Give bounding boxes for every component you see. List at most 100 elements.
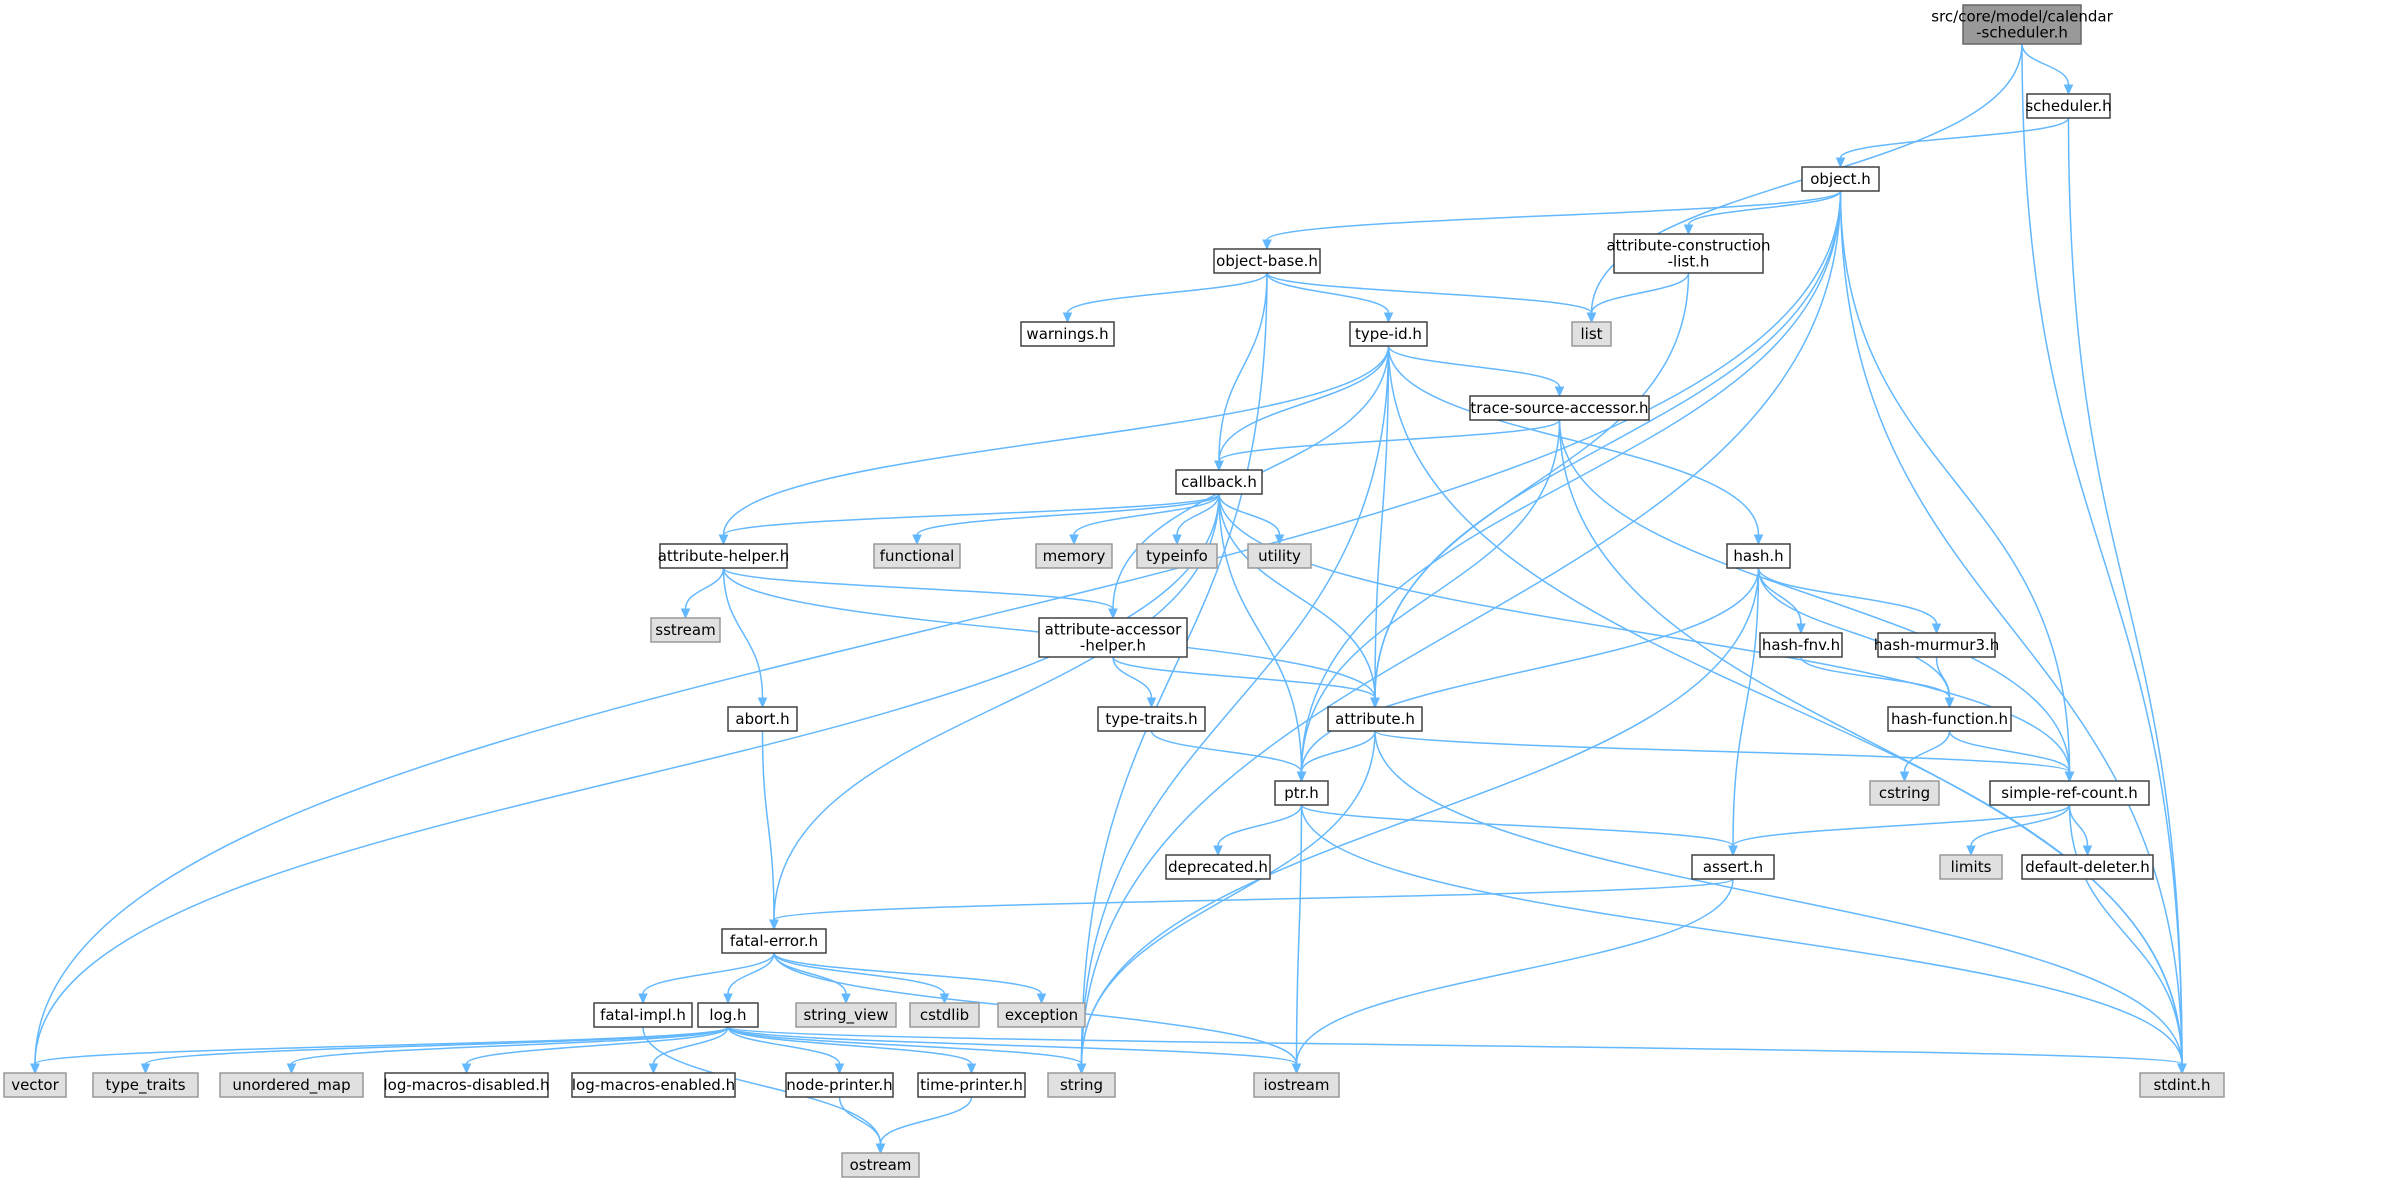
- node-attrhelper[interactable]: attribute-helper.h: [658, 543, 790, 569]
- node-scheduler[interactable]: scheduler.h: [2025, 93, 2112, 119]
- edge-assert-to-fatalerror: [769, 878, 1734, 931]
- edge-line: [1935, 656, 1951, 699]
- node-label: exception: [1005, 1006, 1078, 1024]
- node-log[interactable]: log.h: [697, 1002, 759, 1028]
- node-root[interactable]: src/core/model/calendar-scheduler.h: [1931, 4, 2114, 45]
- edge-arrowhead: [757, 697, 768, 709]
- node-timeprinter[interactable]: time-printer.h: [917, 1072, 1026, 1098]
- edge-line: [1266, 190, 1842, 241]
- node-defdeleter[interactable]: default-deleter.h: [2021, 854, 2154, 880]
- edge-arrowhead: [461, 1063, 472, 1075]
- node-ptr[interactable]: ptr.h: [1274, 780, 1329, 806]
- node-hashmurmur[interactable]: hash-murmur3.h: [1874, 632, 2000, 658]
- node-box: [721, 928, 827, 954]
- node-vector: vector: [3, 1072, 67, 1098]
- node-attraccessor[interactable]: attribute-accessor-helper.h: [1038, 617, 1188, 658]
- node-deprecated[interactable]: deprecated.h: [1165, 854, 1271, 880]
- edge-line: [1300, 190, 1842, 773]
- edge-callback-to-vector: [30, 493, 1220, 1075]
- node-box: [1047, 1072, 1116, 1098]
- node-unordered_map: unordered_map: [219, 1072, 364, 1098]
- edge-log-to-type_traits: [140, 1026, 729, 1075]
- node-box: [873, 543, 961, 569]
- edge-log-to-string: [727, 1026, 1087, 1075]
- edge-arrowhead: [1370, 697, 1380, 709]
- edge-objectbase-to-warnings: [1062, 272, 1268, 324]
- node-object[interactable]: object.h: [1801, 166, 1880, 192]
- node-label: iostream: [1264, 1076, 1330, 1094]
- edge-arrowhead: [1383, 312, 1394, 324]
- node-tracesrc[interactable]: trace-source-accessor.h: [1469, 395, 1650, 421]
- edge-line: [722, 345, 1390, 536]
- node-box: [593, 1002, 693, 1028]
- node-box: [1136, 543, 1218, 569]
- edge-line: [34, 493, 1220, 1065]
- edge-line: [1176, 493, 1220, 536]
- edge-line: [290, 1026, 729, 1065]
- node-hashfunc[interactable]: hash-function.h: [1887, 706, 2012, 732]
- node-label: attribute.h: [1335, 710, 1415, 728]
- node-label: log.h: [709, 1006, 746, 1024]
- node-box: [1613, 233, 1764, 274]
- edge-timeprinter-to-ostream: [875, 1096, 973, 1155]
- edge-arrowhead: [912, 534, 922, 546]
- edge-line: [1757, 567, 1938, 625]
- edge-simpleref-to-assert: [1728, 804, 2071, 857]
- node-ostream: ostream: [841, 1152, 920, 1178]
- node-label: log-macros-enabled.h: [572, 1076, 735, 1094]
- node-fatalerror[interactable]: fatal-error.h: [721, 928, 827, 954]
- node-label: assert.h: [1703, 858, 1763, 876]
- edge-object-to-simpleref: [1839, 190, 2075, 783]
- edge-line: [684, 567, 725, 610]
- edge-fatalerror-to-exception: [773, 952, 1047, 1005]
- node-objectbase[interactable]: object-base.h: [1213, 248, 1321, 274]
- edge-line: [1218, 493, 1281, 536]
- edge-ptr-to-stdint: [1300, 804, 2187, 1075]
- node-abort[interactable]: abort.h: [727, 706, 798, 732]
- edge-arrowhead: [1899, 771, 1910, 783]
- edge-callback-to-functional: [912, 493, 1220, 546]
- edge-line: [642, 952, 775, 995]
- node-assert[interactable]: assert.h: [1691, 854, 1775, 880]
- edge-attrhelper-to-attraccessor: [722, 567, 1118, 620]
- node-typeid[interactable]: type-id.h: [1349, 321, 1428, 347]
- node-fatalimpl[interactable]: fatal-impl.h: [593, 1002, 693, 1028]
- node-label: ostream: [850, 1156, 912, 1174]
- node-box: [1571, 321, 1612, 347]
- edge-line: [34, 190, 1842, 1065]
- edge-line: [916, 493, 1220, 536]
- edge-log-to-iostream: [727, 1026, 1302, 1075]
- node-warnings[interactable]: warnings.h: [1020, 321, 1115, 347]
- node-box: [1801, 166, 1880, 192]
- node-label: time-printer.h: [920, 1076, 1023, 1094]
- edge-arrowhead: [1213, 845, 1223, 857]
- node-hashfnv[interactable]: hash-fnv.h: [1759, 632, 1843, 658]
- edge-tracesrc-to-callback: [1214, 419, 1561, 472]
- edge-line: [1112, 656, 1376, 699]
- node-attrconstr[interactable]: attribute-construction-list.h: [1606, 233, 1771, 274]
- node-logenabled[interactable]: log-macros-enabled.h: [571, 1072, 736, 1098]
- node-typetraitsh[interactable]: type-traits.h: [1097, 706, 1206, 732]
- node-box: [1962, 4, 2082, 45]
- node-string: string: [1047, 1072, 1116, 1098]
- edge-line: [1080, 190, 1842, 1065]
- node-logdisabled[interactable]: log-macros-disabled.h: [384, 1072, 550, 1098]
- node-hash[interactable]: hash.h: [1726, 543, 1791, 569]
- node-nodeprinter[interactable]: node-printer.h: [785, 1072, 894, 1098]
- edge-line: [1374, 730, 2183, 1065]
- edge-line: [2068, 804, 2183, 1065]
- edge-line: [1732, 567, 1760, 847]
- node-simpleref[interactable]: simple-ref-count.h: [1989, 780, 2150, 806]
- edge-arrowhead: [2082, 845, 2093, 857]
- edge-ptr-to-deprecated: [1213, 804, 1303, 857]
- edge-line: [773, 952, 946, 995]
- node-attribute[interactable]: attribute.h: [1327, 706, 1423, 732]
- node-label: limits: [1951, 858, 1992, 876]
- edge-callback-to-attrhelper: [718, 493, 1220, 546]
- node-cstdlib: cstdlib: [909, 1002, 980, 1028]
- node-box: [1726, 543, 1791, 569]
- node-callback[interactable]: callback.h: [1175, 469, 1263, 495]
- node-label: stdint.h: [2153, 1076, 2210, 1094]
- edge-line: [1080, 272, 1268, 1065]
- node-label: list: [1580, 325, 1602, 343]
